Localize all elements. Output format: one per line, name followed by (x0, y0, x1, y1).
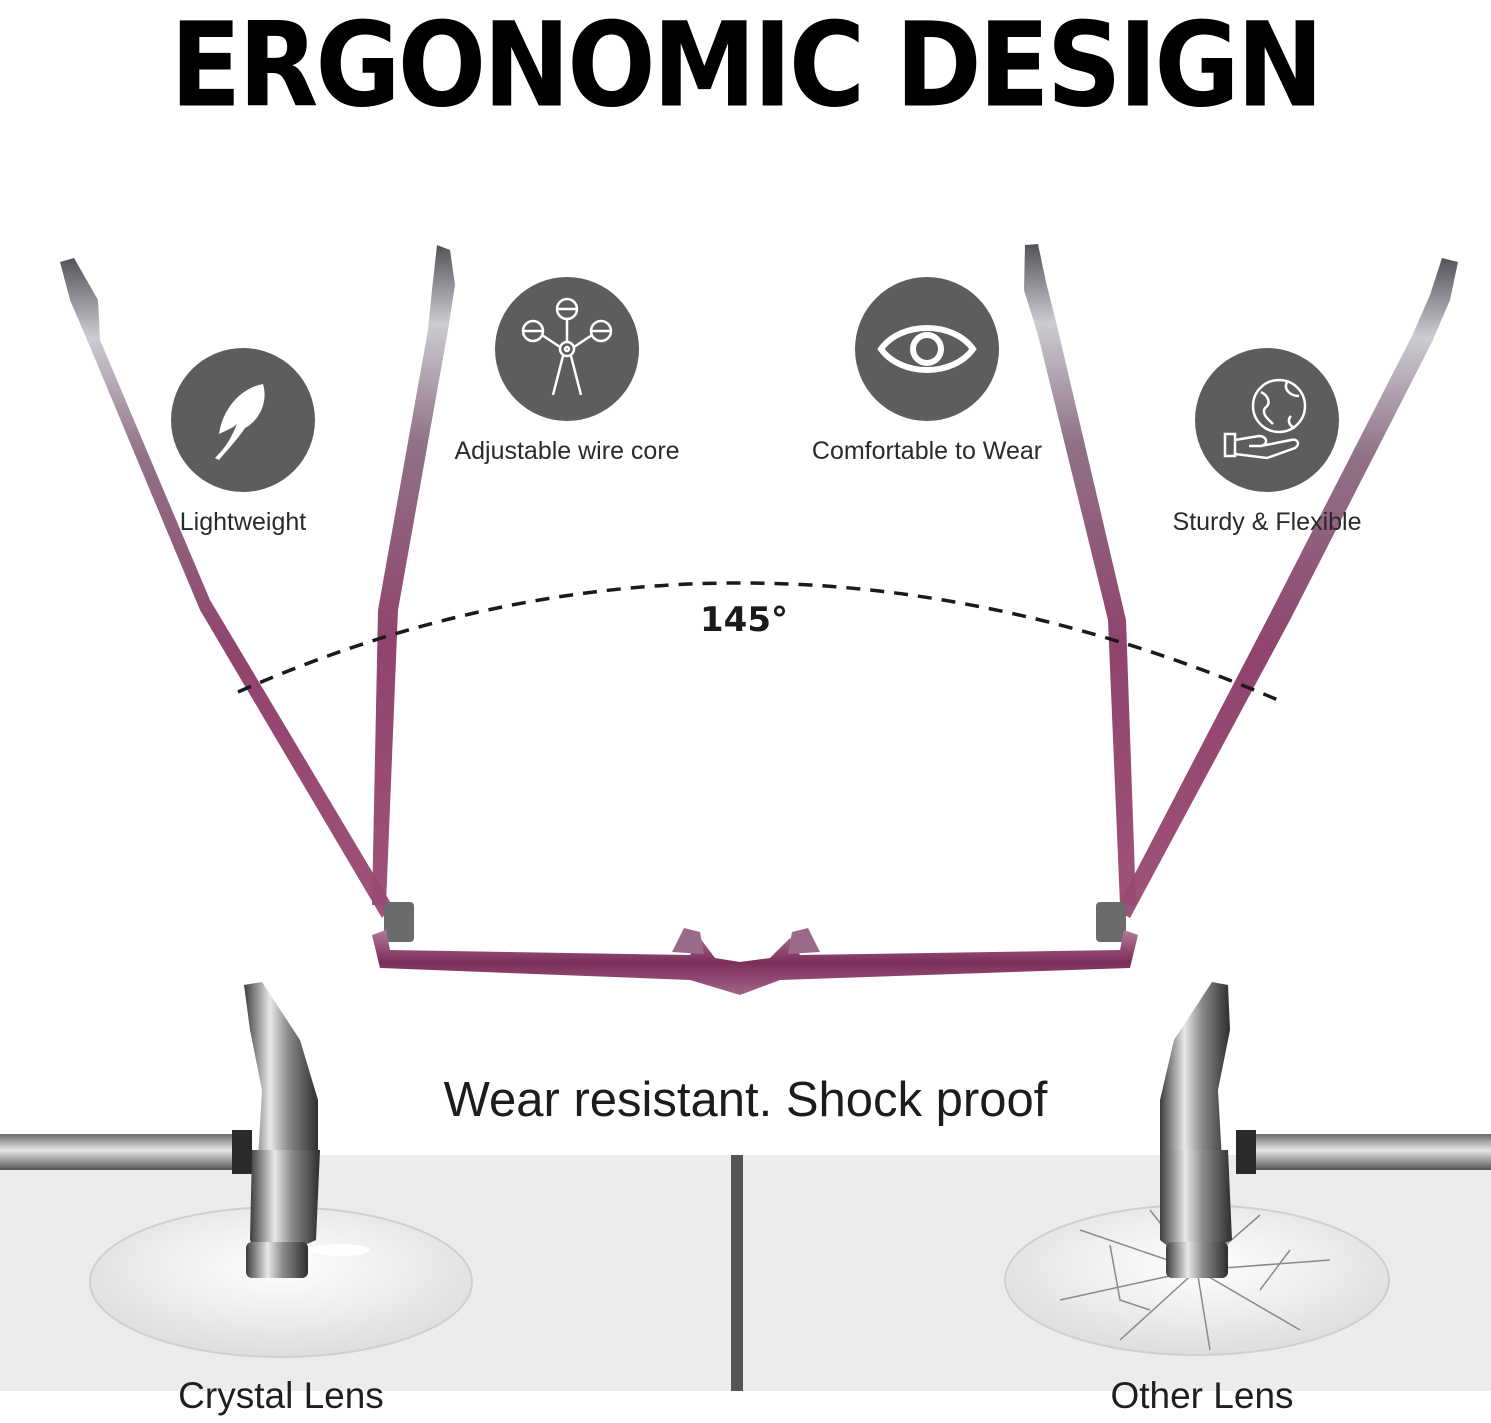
right-hammer-body (1160, 1150, 1232, 1248)
molecule-icon (495, 277, 639, 421)
feature-label: Sturdy & Flexible (1172, 508, 1362, 536)
feature-label: Comfortable to Wear (811, 437, 1043, 465)
left-hammer-body (250, 1150, 320, 1248)
crystal-lens-label: Crystal Lens (178, 1375, 384, 1416)
left-inner-temple (372, 245, 455, 905)
feature-label: Lightweight (179, 508, 307, 536)
feather-icon (171, 348, 315, 492)
globe-hand-icon (1195, 348, 1339, 492)
right-outer-temple (1116, 258, 1458, 918)
feature-lightweight: Lightweight (143, 348, 343, 537)
nose-pad-left (672, 928, 704, 954)
left-hammer-handle (0, 1134, 250, 1170)
left-outer-temple (60, 258, 392, 918)
feature-adjustable-wire-core: Adjustable wire core (437, 277, 697, 466)
right-hammer-face (1166, 1242, 1228, 1278)
left-hammer-face (246, 1242, 308, 1278)
right-hinge (1096, 902, 1126, 942)
left-hammer-claw (244, 982, 318, 1160)
angle-label: 145° (700, 600, 788, 640)
feature-comfortable-to-wear: Comfortable to Wear (782, 277, 1072, 466)
right-hammer-claw (1160, 982, 1230, 1160)
left-hinge (384, 902, 414, 942)
other-lens-label: Other Lens (1110, 1375, 1294, 1416)
comparison-headline: Wear resistant. Shock proof (443, 1073, 1048, 1127)
eye-icon (855, 277, 999, 421)
feature-sturdy-flexible: Sturdy & Flexible (1152, 348, 1382, 537)
nose-pad-right (788, 928, 820, 954)
feature-label: Adjustable wire core (454, 437, 680, 465)
front-frame (372, 930, 1138, 995)
right-hammer-handle (1240, 1134, 1491, 1170)
right-inner-temple (1024, 244, 1136, 905)
divider-bar (731, 1155, 743, 1391)
page-title: ERGONOMIC DESIGN (170, 0, 1323, 134)
